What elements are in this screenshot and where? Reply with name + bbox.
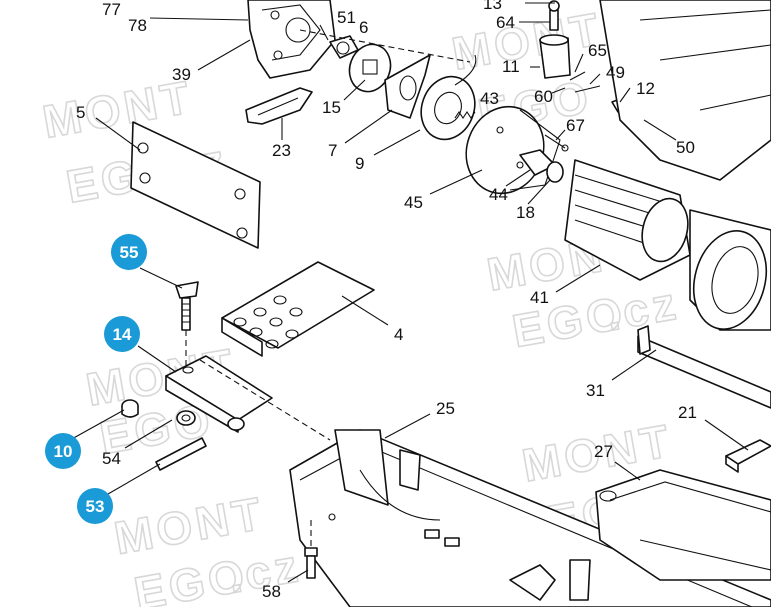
leader-lines [69, 2, 749, 583]
badge-10-label: 10 [54, 442, 73, 461]
label-6: 6 [359, 18, 368, 37]
part-44-coupling [519, 149, 564, 183]
part-23-clip [245, 87, 313, 125]
label-77: 77 [102, 0, 121, 19]
label-12: 12 [636, 79, 655, 98]
part-31-rail [637, 325, 771, 409]
part-15-washer [348, 43, 392, 93]
label-51: 51 [337, 8, 356, 27]
label-21: 21 [678, 403, 697, 422]
label-58: 58 [262, 582, 281, 601]
label-45: 45 [404, 193, 423, 212]
part-55-bolt [175, 281, 199, 370]
label-60: 60 [534, 87, 553, 106]
part-27-gearbox [595, 469, 771, 581]
badge-10[interactable]: 10 [45, 433, 81, 469]
part-41-rotor [564, 159, 691, 281]
label-7: 7 [328, 141, 337, 160]
motor-stator [689, 209, 771, 331]
badge-14-label: 14 [113, 325, 132, 344]
part-58-screw [304, 520, 318, 579]
part-9-ring [420, 54, 477, 141]
badge-53[interactable]: 53 [77, 488, 113, 524]
badge-55-label: 55 [120, 243, 139, 262]
part-53-pin [155, 437, 207, 471]
part-43-spring [454, 111, 476, 119]
label-11: 11 [502, 57, 520, 76]
part-65-pin [569, 71, 601, 93]
label-4: 4 [394, 325, 403, 344]
part-67-screw [544, 134, 569, 152]
label-49: 49 [606, 63, 625, 82]
part-39-bracket [247, 0, 336, 79]
part-11-sleeve [539, 0, 571, 79]
label-43: 43 [480, 89, 499, 108]
label-39: 39 [172, 65, 191, 84]
badge-53-label: 53 [86, 497, 105, 516]
label-18: 18 [516, 203, 535, 222]
label-23: 23 [272, 141, 291, 160]
label-64: 64 [496, 13, 515, 32]
label-27: 27 [594, 442, 613, 461]
label-25: 25 [436, 399, 455, 418]
label-5: 5 [76, 103, 85, 122]
pad-holes [233, 295, 303, 349]
part-5-plate [130, 121, 261, 249]
part-54-nut [176, 410, 196, 426]
part-7-disc [384, 54, 431, 119]
label-65: 65 [588, 41, 607, 60]
part-4-pad [221, 261, 375, 357]
label-78: 78 [128, 16, 147, 35]
part-10-bushing [121, 399, 139, 418]
part-45-motor-cover [465, 105, 561, 195]
badge-55[interactable]: 55 [111, 234, 147, 270]
label-31: 31 [586, 381, 605, 400]
label-9: 9 [355, 154, 364, 173]
part-21-block [725, 439, 771, 473]
label-15: 15 [322, 98, 341, 117]
part-14-arm [165, 355, 331, 441]
label-44: 44 [489, 185, 508, 204]
label-50: 50 [676, 138, 695, 157]
label-54: 54 [102, 449, 121, 468]
gear-housing-top-right [599, 0, 771, 181]
label-67: 67 [566, 116, 585, 135]
watermark-text: MONT [448, 2, 606, 80]
label-41: 41 [530, 288, 549, 307]
badge-14[interactable]: 14 [104, 316, 140, 352]
label-13: 13 [483, 0, 502, 13]
part-labels: 77 78 13 64 51 6 65 11 49 39 60 12 43 5 … [76, 0, 697, 601]
highlight-badges: 55 14 10 53 [45, 234, 147, 524]
